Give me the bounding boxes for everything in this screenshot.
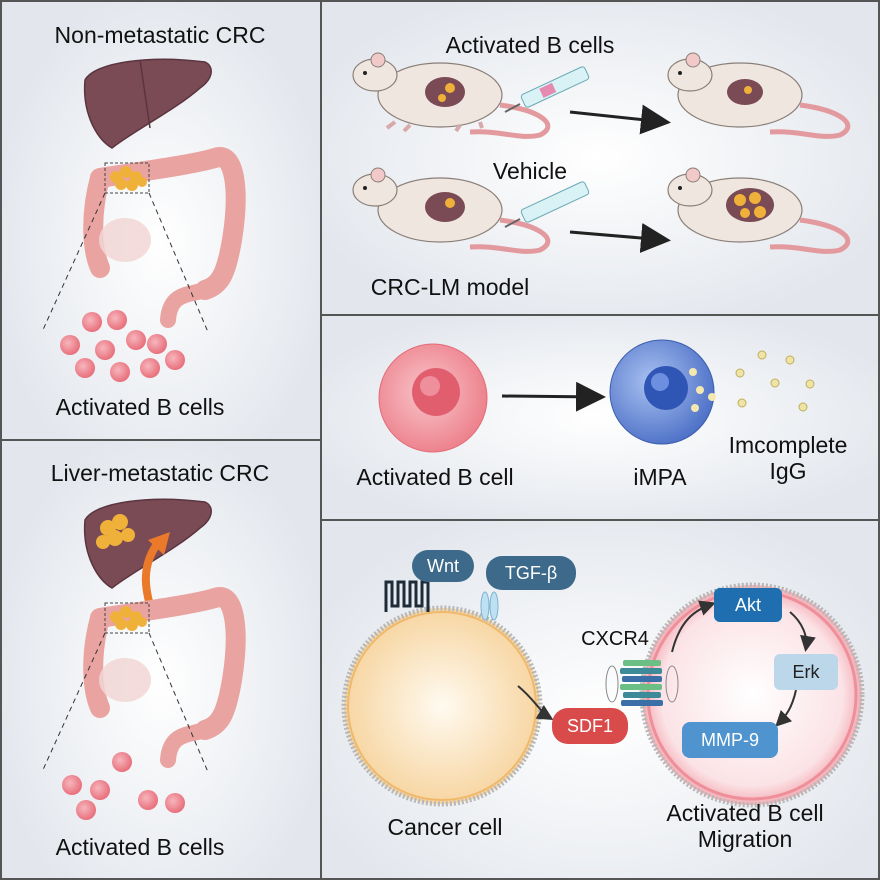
liver-icon (83, 58, 212, 149)
tumor-icon-metastatic (104, 602, 150, 634)
syringe-icon (504, 66, 590, 113)
mouse-icon-vehicle-after (667, 167, 851, 254)
label-igg-line1: Imcomplete (728, 432, 848, 458)
label-igg-line2: IgG (769, 458, 807, 484)
arrow-sdf1 (517, 685, 554, 721)
b-cell-large (378, 343, 488, 453)
b-cells-cluster-sparse (62, 752, 185, 820)
tgf-receptor-icon (480, 591, 499, 621)
label-cxcr4: CXCR4 (581, 628, 649, 650)
label-cells-non-metastatic: Activated B cells (55, 394, 225, 420)
label-activated-b-cells: Activated B cells (445, 32, 615, 58)
zoom-line-right (148, 192, 209, 333)
zoom-line-left (41, 192, 106, 333)
zoom-line-right-2 (148, 632, 209, 773)
igg-particles (735, 350, 815, 412)
title-non-metastatic: Non-metastatic CRC (54, 22, 266, 48)
cancer-cell (341, 605, 543, 807)
label-crc-lm-model: CRC-LM model (370, 274, 530, 300)
akt-pill: Akt (714, 588, 782, 622)
tumor-icon (104, 162, 150, 194)
arrow-cxcr4-akt (671, 600, 716, 653)
syringe-icon-vehicle (504, 181, 590, 228)
title-liver-metastatic: Liver-metastatic CRC (50, 460, 270, 486)
arrow-erk-mmp9 (775, 689, 797, 727)
erk-pill: Erk (774, 654, 838, 690)
metastasis-arrow-head (148, 532, 170, 555)
label-impa: iMPA (633, 464, 687, 490)
mouse-icon-treated-after (667, 52, 851, 139)
arrow-akt-erk (789, 611, 816, 652)
liver-icon-metastatic (83, 498, 212, 589)
arrow-treated (569, 104, 671, 135)
label-b-cell-migration-line2: Migration (697, 826, 793, 852)
mouse-icon-vehicle-before (352, 167, 551, 254)
label-cells-liver-metastatic: Activated B cells (55, 834, 225, 860)
label-cancer-cell: Cancer cell (387, 814, 503, 840)
mouse-icon-treated-before (352, 52, 551, 139)
mmp9-pill: MMP-9 (682, 722, 778, 758)
label-b-cell-migration-line1: Activated B cell (666, 800, 824, 826)
tgf-beta-pill: TGF-β (486, 556, 576, 590)
wnt-pill: Wnt (412, 550, 474, 582)
label-vehicle: Vehicle (492, 158, 568, 184)
zoom-line-left-2 (41, 632, 106, 773)
sdf1-pill: SDF1 (552, 708, 628, 744)
label-activated-b-cell: Activated B cell (356, 464, 514, 490)
wnt-receptor-icon (384, 580, 430, 612)
impa-cell (609, 339, 716, 445)
arrow-impa (501, 381, 606, 412)
b-cells-cluster (60, 310, 185, 382)
arrow-vehicle (569, 223, 671, 253)
cxcr4-receptor-icon (605, 660, 679, 706)
